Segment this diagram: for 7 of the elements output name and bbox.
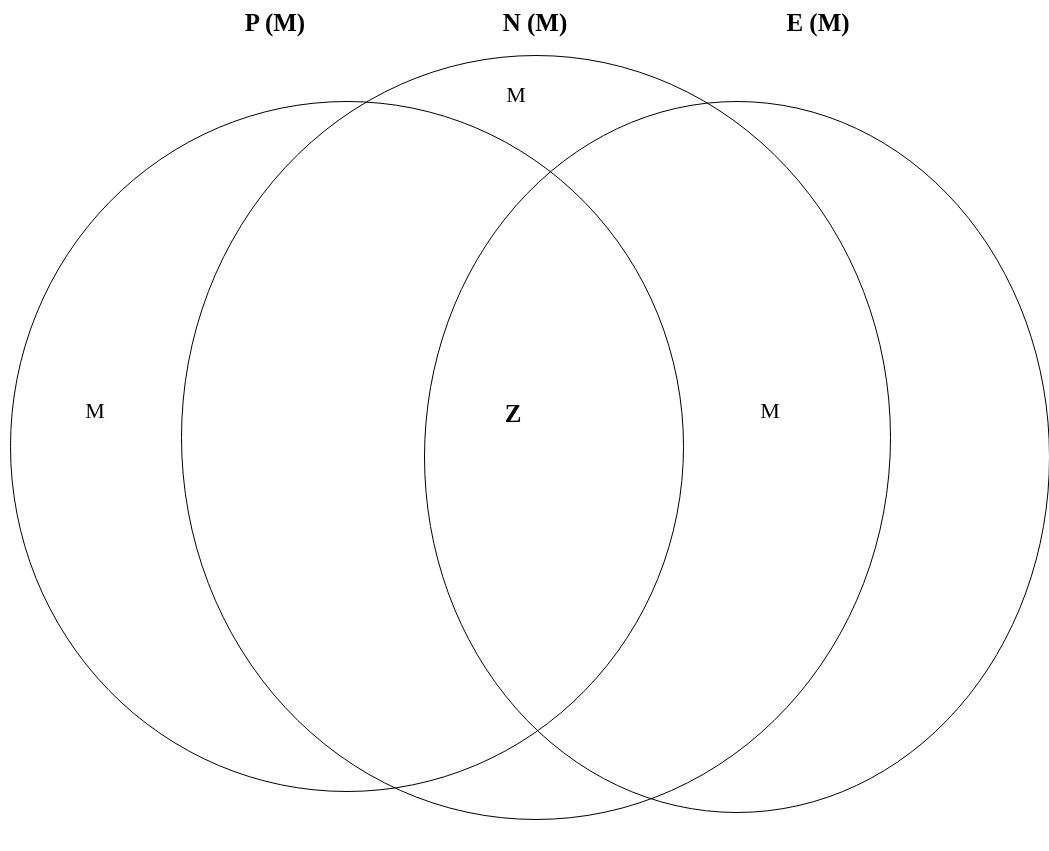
region-label: M	[506, 84, 526, 106]
set-heading: P (M)	[244, 9, 306, 35]
region-label: M	[85, 400, 105, 422]
intersection-label: Z	[504, 400, 522, 426]
set-heading: N (M)	[502, 9, 568, 35]
set-heading: E (M)	[786, 9, 850, 35]
region-label: M	[760, 400, 780, 422]
